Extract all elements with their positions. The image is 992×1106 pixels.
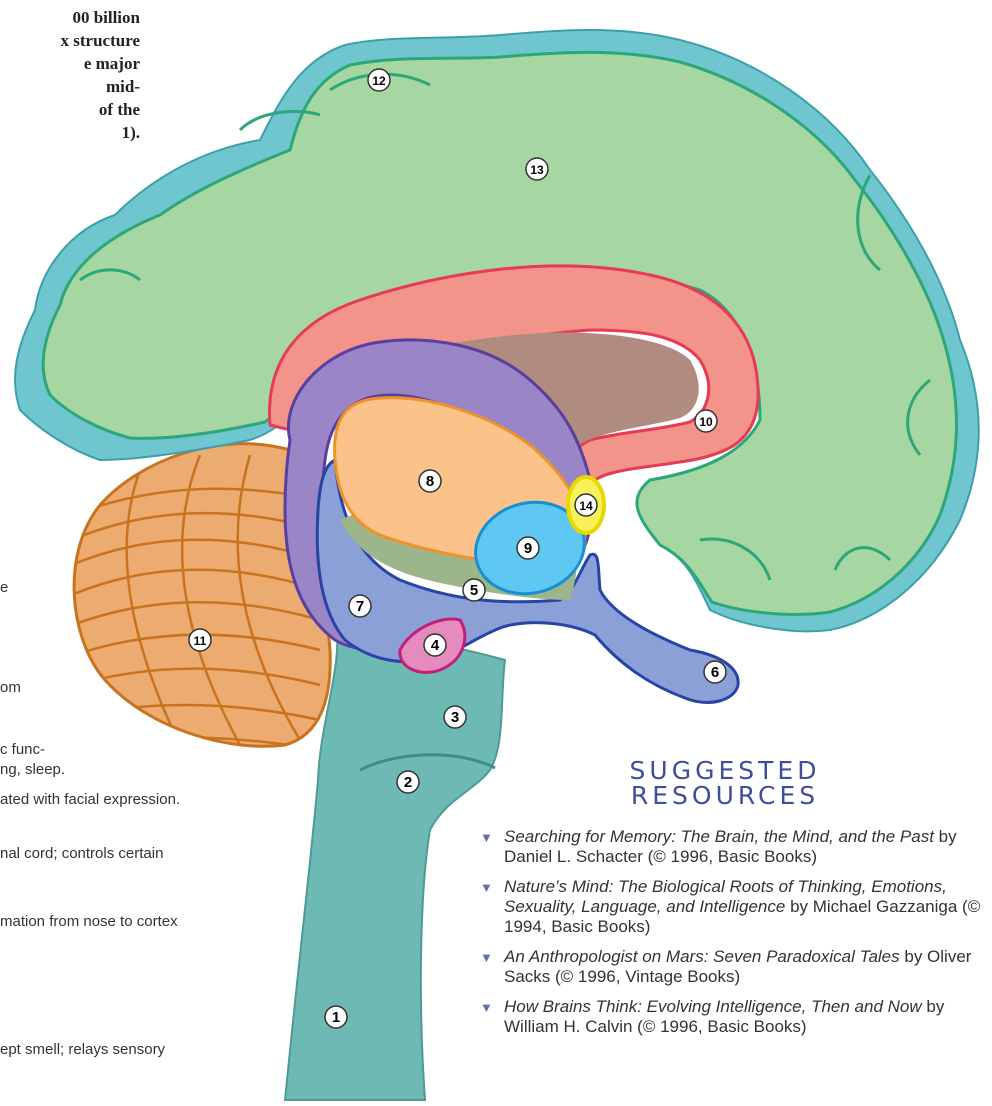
svg-text:4: 4: [431, 637, 440, 654]
svg-text:5: 5: [470, 582, 478, 599]
svg-text:8: 8: [426, 473, 434, 490]
label-5: 5: [463, 579, 485, 601]
label-2: 2: [397, 771, 419, 793]
svg-text:6: 6: [711, 664, 719, 681]
svg-text:13: 13: [530, 163, 544, 177]
label-13: 13: [526, 158, 548, 180]
resource-title: How Brains Think: Evolving Intelligence,…: [504, 997, 922, 1016]
svg-text:12: 12: [372, 74, 386, 88]
svg-text:11: 11: [194, 634, 207, 648]
triangle-down-icon: ▼: [480, 998, 493, 1018]
resources-heading-line: SUGGESTED: [500, 758, 950, 783]
label-3: 3: [444, 706, 466, 728]
label-7: 7: [349, 595, 371, 617]
triangle-down-icon: ▼: [480, 828, 493, 848]
resource-item: ▼ Searching for Memory: The Brain, the M…: [474, 827, 992, 867]
resource-title: An Anthropologist on Mars: Seven Paradox…: [504, 947, 900, 966]
label-9: 9: [517, 537, 539, 559]
svg-text:10: 10: [699, 415, 713, 429]
resource-title: Searching for Memory: The Brain, the Min…: [504, 827, 934, 846]
svg-text:9: 9: [524, 540, 532, 557]
svg-text:2: 2: [404, 774, 412, 791]
label-10: 10: [695, 410, 717, 432]
resource-item: ▼ How Brains Think: Evolving Intelligenc…: [474, 997, 992, 1037]
resource-item: ▼ An Anthropologist on Mars: Seven Parad…: [474, 947, 992, 987]
svg-text:1: 1: [332, 1009, 340, 1026]
label-1: 1: [325, 1006, 347, 1028]
label-6: 6: [704, 661, 726, 683]
label-11: 11: [189, 629, 211, 651]
label-8: 8: [419, 470, 441, 492]
resource-item: ▼ Nature’s Mind: The Biological Roots of…: [474, 877, 992, 937]
resources-heading: SUGGESTED RESOURCES: [500, 758, 950, 808]
resources-heading-line: RESOURCES: [500, 783, 950, 808]
triangle-down-icon: ▼: [480, 878, 493, 898]
svg-text:7: 7: [356, 598, 364, 615]
label-4: 4: [424, 634, 446, 656]
label-12: 12: [368, 69, 390, 91]
resources-list: ▼ Searching for Memory: The Brain, the M…: [474, 827, 992, 1106]
svg-text:3: 3: [451, 709, 459, 726]
svg-text:14: 14: [579, 499, 593, 513]
triangle-down-icon: ▼: [480, 948, 493, 968]
label-14: 14: [575, 494, 597, 516]
